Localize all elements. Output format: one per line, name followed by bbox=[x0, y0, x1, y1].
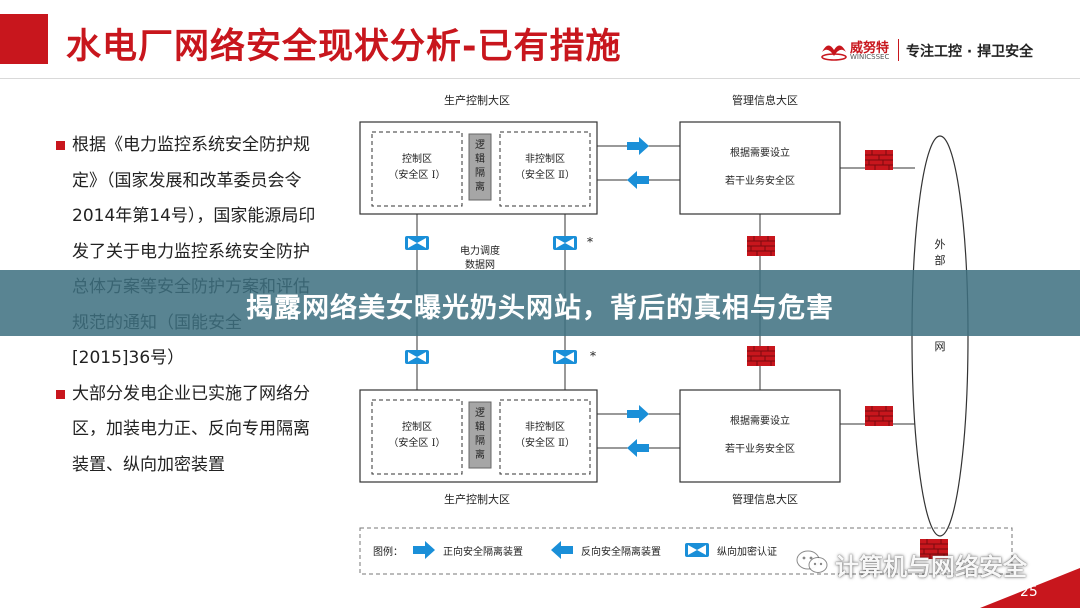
diagram-label: 网 bbox=[935, 340, 946, 353]
slide-title: 水电厂网络安全现状分析-已有措施 bbox=[66, 27, 622, 67]
diagram-label: 若干业务安全区 bbox=[725, 442, 795, 455]
header-divider bbox=[0, 78, 1080, 79]
top-zone-label: 生产控制大区 bbox=[444, 93, 510, 107]
diagram-label: 根据需要设立 bbox=[730, 146, 790, 159]
mgmt-top-label: 管理信息大区 bbox=[732, 93, 798, 107]
diagram-label: 辑 bbox=[475, 420, 485, 433]
diagram-label: * bbox=[590, 349, 596, 363]
logo-mark-icon bbox=[821, 45, 847, 61]
bottom-zone-label: 生产控制大区 bbox=[444, 492, 510, 506]
firewall-icon bbox=[746, 235, 776, 257]
diagram-label: 纵向加密认证 bbox=[717, 545, 777, 558]
title-accent-bar bbox=[0, 14, 48, 64]
bullet-square-icon bbox=[56, 389, 65, 399]
network-diagram: 生产控制大区 管理信息大区 控制区 （安全区 Ⅰ） 逻 辑 隔 离 非控制区 （… bbox=[359, 93, 1013, 575]
diagram-label: 部 bbox=[935, 253, 946, 267]
diagram-label: 隔 bbox=[475, 435, 485, 447]
logo-name: 威努特 bbox=[850, 41, 890, 56]
diagram-label: 数据网 bbox=[465, 258, 495, 271]
bottom-production-zone bbox=[359, 389, 598, 483]
diagram-label: 电力调度 bbox=[460, 244, 500, 257]
diagram-label: 离 bbox=[475, 448, 485, 461]
encryption-icon bbox=[553, 350, 577, 364]
bottom-control-zone bbox=[371, 399, 463, 475]
encryption-icon bbox=[405, 236, 429, 250]
diagram-label: 若干业务安全区 bbox=[725, 174, 795, 187]
bullet-item: 大部分发电企业已实施了网络分区，加装电力正、反向专用隔离装置、纵向加密装置 bbox=[48, 377, 318, 484]
forward-isolation-icon bbox=[627, 405, 649, 423]
firewall-icon bbox=[746, 345, 776, 367]
reverse-isolation-icon bbox=[627, 171, 649, 189]
diagram-label: 隔 bbox=[475, 167, 485, 179]
legend-box bbox=[359, 527, 1013, 575]
diagram-label: 根据需要设立 bbox=[730, 414, 790, 427]
encryption-icon bbox=[405, 350, 429, 364]
forward-isolation-icon bbox=[627, 137, 649, 155]
diagram-label: 正向安全隔离装置 bbox=[443, 545, 523, 558]
legend-reverse-icon bbox=[551, 541, 573, 559]
diagram-label: （安全区 Ⅰ） bbox=[388, 436, 445, 449]
logo-slogan: 专注工控 · 捍卫安全 bbox=[906, 44, 1034, 60]
diagram-label: 图例： bbox=[373, 545, 403, 558]
diagram-label: 控制区 bbox=[402, 152, 432, 165]
firewall-icon bbox=[864, 149, 894, 171]
top-logical-isolation bbox=[468, 133, 492, 201]
diagram-label: （安全区 Ⅱ） bbox=[515, 168, 575, 181]
bullet-square-icon bbox=[56, 141, 65, 150]
mgmt-bottom-label: 管理信息大区 bbox=[732, 492, 798, 506]
company-logo: 威努特 WINICSSEC 专注工控 · 捍卫安全 bbox=[820, 36, 1046, 66]
diagram-label: 非控制区 bbox=[525, 420, 565, 433]
diagram-label: 反向安全隔离装置 bbox=[581, 545, 661, 558]
legend-forward-icon bbox=[413, 541, 435, 559]
diagram-label: （安全区 Ⅰ） bbox=[388, 168, 445, 181]
bullet-item: 根据《电力监控系统安全防护规定》（国家发展和改革委员会令2014年第14号），国… bbox=[48, 128, 318, 377]
diagram-label: 离 bbox=[475, 180, 485, 193]
diagram-label: 外 bbox=[935, 238, 946, 251]
diagram-label: （安全区 Ⅱ） bbox=[515, 436, 575, 449]
page-number: 25 bbox=[1020, 584, 1038, 600]
bottom-noncontrol-zone bbox=[499, 399, 591, 475]
logo-separator bbox=[898, 39, 899, 61]
bottom-mgmt-box bbox=[679, 389, 841, 483]
top-noncontrol-zone bbox=[499, 131, 591, 207]
diagram-label: 控制区 bbox=[402, 420, 432, 433]
top-production-zone bbox=[359, 121, 598, 215]
bullet-text: 大部分发电企业已实施了网络分区，加装电力正、反向专用隔离装置、纵向加密装置 bbox=[72, 383, 310, 475]
reverse-isolation-icon bbox=[627, 439, 649, 457]
diagram-label: 逻 bbox=[475, 139, 485, 151]
diagram-label: 非控制区 bbox=[525, 152, 565, 165]
top-mgmt-box bbox=[679, 121, 841, 215]
bottom-logical-isolation bbox=[468, 401, 492, 469]
diagram-label: 逻 bbox=[475, 407, 485, 419]
watermark: 计算机与网络安全 bbox=[795, 547, 1055, 581]
watermark-text: 计算机与网络安全 bbox=[835, 553, 1027, 581]
diagram-label: 辑 bbox=[475, 152, 485, 165]
wechat-icon bbox=[796, 550, 828, 573]
firewall-icon bbox=[864, 405, 894, 427]
top-control-zone bbox=[371, 131, 463, 207]
encryption-icon bbox=[553, 236, 577, 250]
legend-encryption-icon bbox=[685, 543, 709, 557]
external-network bbox=[911, 135, 969, 537]
diagram-label: * bbox=[587, 235, 593, 249]
banner-headline: 揭露网络美女曝光奶头网站，背后的真相与危害 bbox=[246, 293, 834, 324]
logo-subtitle: WINICSSEC bbox=[850, 53, 890, 61]
page-corner bbox=[980, 568, 1080, 608]
overlay-banner bbox=[0, 270, 1080, 336]
